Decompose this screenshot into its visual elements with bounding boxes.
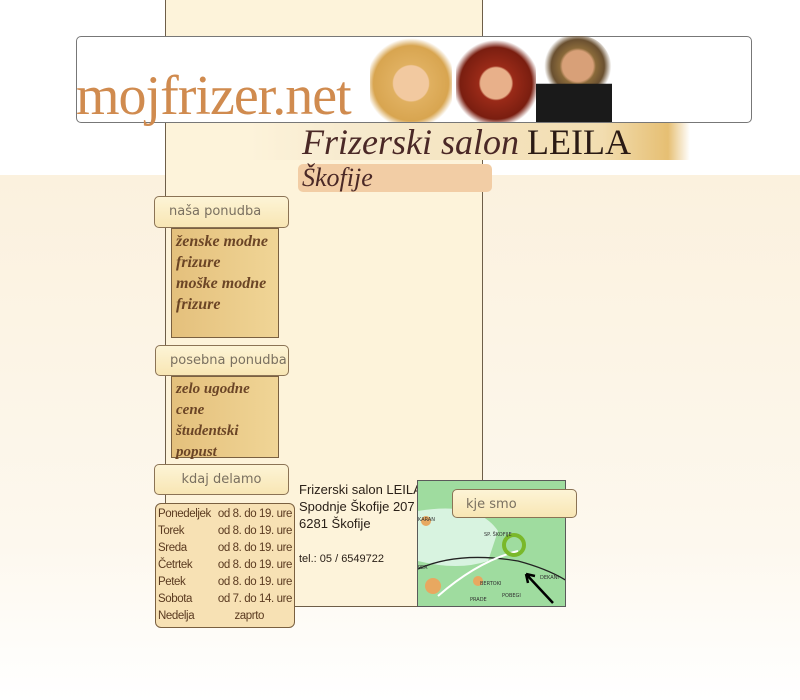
contact-address: Frizerski salon LEILA Spodnje Škofije 20… — [299, 481, 422, 532]
map-graphic: KARAN SP. ŠKOFIJE PER BERTOKI DEKANI PRA… — [418, 508, 565, 604]
photo-blonde-woman — [370, 36, 452, 122]
map-label: BERTOKI — [480, 581, 501, 587]
photo-man — [536, 36, 612, 122]
offer-list: ženske modne frizure moške modne frizure — [171, 228, 279, 338]
offer-item-men[interactable]: moške modne frizure — [176, 275, 267, 313]
hours-row: Nedelja zaprto — [158, 608, 292, 625]
site-logo[interactable]: mojfrizer.net — [76, 65, 352, 127]
hours-row: Petek od 8. do 19. ure — [158, 574, 292, 591]
special-item-students: študentski popust — [176, 423, 239, 460]
hours-day: Nedelja — [158, 610, 195, 622]
tab-posebna-ponudba[interactable]: posebna ponudba — [155, 345, 289, 376]
map-label: POBEGI — [502, 593, 521, 599]
city-label: Škofije — [298, 164, 492, 192]
map-label: PER — [418, 565, 428, 571]
hours-day: Četrtek — [158, 559, 193, 571]
hours-day: Torek — [158, 525, 185, 537]
title-italic: Frizerski salon — [302, 122, 520, 162]
hours-row: Sreda od 8. do 19. ure — [158, 540, 292, 557]
title-name: LEILA — [527, 122, 631, 162]
contact-phone: tel.: 05 / 6549722 — [299, 553, 385, 565]
address-line: Spodnje Škofije 207 — [299, 499, 415, 514]
hours-time: od 8. do 19. ure — [217, 559, 293, 571]
hours-row: Ponedeljek od 8. do 19. ure — [158, 506, 292, 523]
hours-row: Torek od 8. do 19. ure — [158, 523, 292, 540]
photo-redhead-woman — [456, 36, 536, 122]
address-line: Frizerski salon LEILA — [299, 482, 422, 497]
hours-day: Sobota — [158, 593, 193, 605]
hours-time: od 8. do 19. ure — [217, 542, 293, 554]
hours-time: od 8. do 19. ure — [217, 525, 293, 537]
hours-day: Sreda — [158, 542, 187, 554]
hours-time: od 8. do 19. ure — [217, 508, 293, 520]
tab-kje-smo[interactable]: kje smo — [452, 489, 577, 518]
hours-day: Petek — [158, 576, 186, 588]
special-list: zelo ugodne cene študentski popust — [171, 376, 279, 460]
map-label: KARAN — [418, 517, 435, 523]
address-line: 6281 Škofije — [299, 516, 371, 531]
hours-time: zaprto — [234, 610, 264, 622]
hours-day: Ponedeljek — [158, 508, 211, 520]
tab-nasa-ponudba[interactable]: naša ponudba — [154, 196, 289, 228]
tab-kdaj-delamo[interactable]: kdaj delamo — [154, 464, 289, 495]
map-label: SP. ŠKOFIJE — [484, 531, 512, 538]
map-label: PRADE — [470, 597, 487, 603]
special-item-prices: zelo ugodne cene — [176, 381, 250, 418]
hours-row: Sobota od 7. do 14. ure — [158, 591, 292, 608]
title-bar — [250, 123, 690, 160]
hours-row: Četrtek od 8. do 19. ure — [158, 557, 292, 574]
hours-time: od 8. do 19. ure — [217, 576, 293, 588]
map-label: DEKANI — [540, 575, 559, 581]
offer-item-women[interactable]: ženske modne frizure — [176, 233, 268, 271]
hours-time: od 7. do 14. ure — [217, 593, 293, 605]
